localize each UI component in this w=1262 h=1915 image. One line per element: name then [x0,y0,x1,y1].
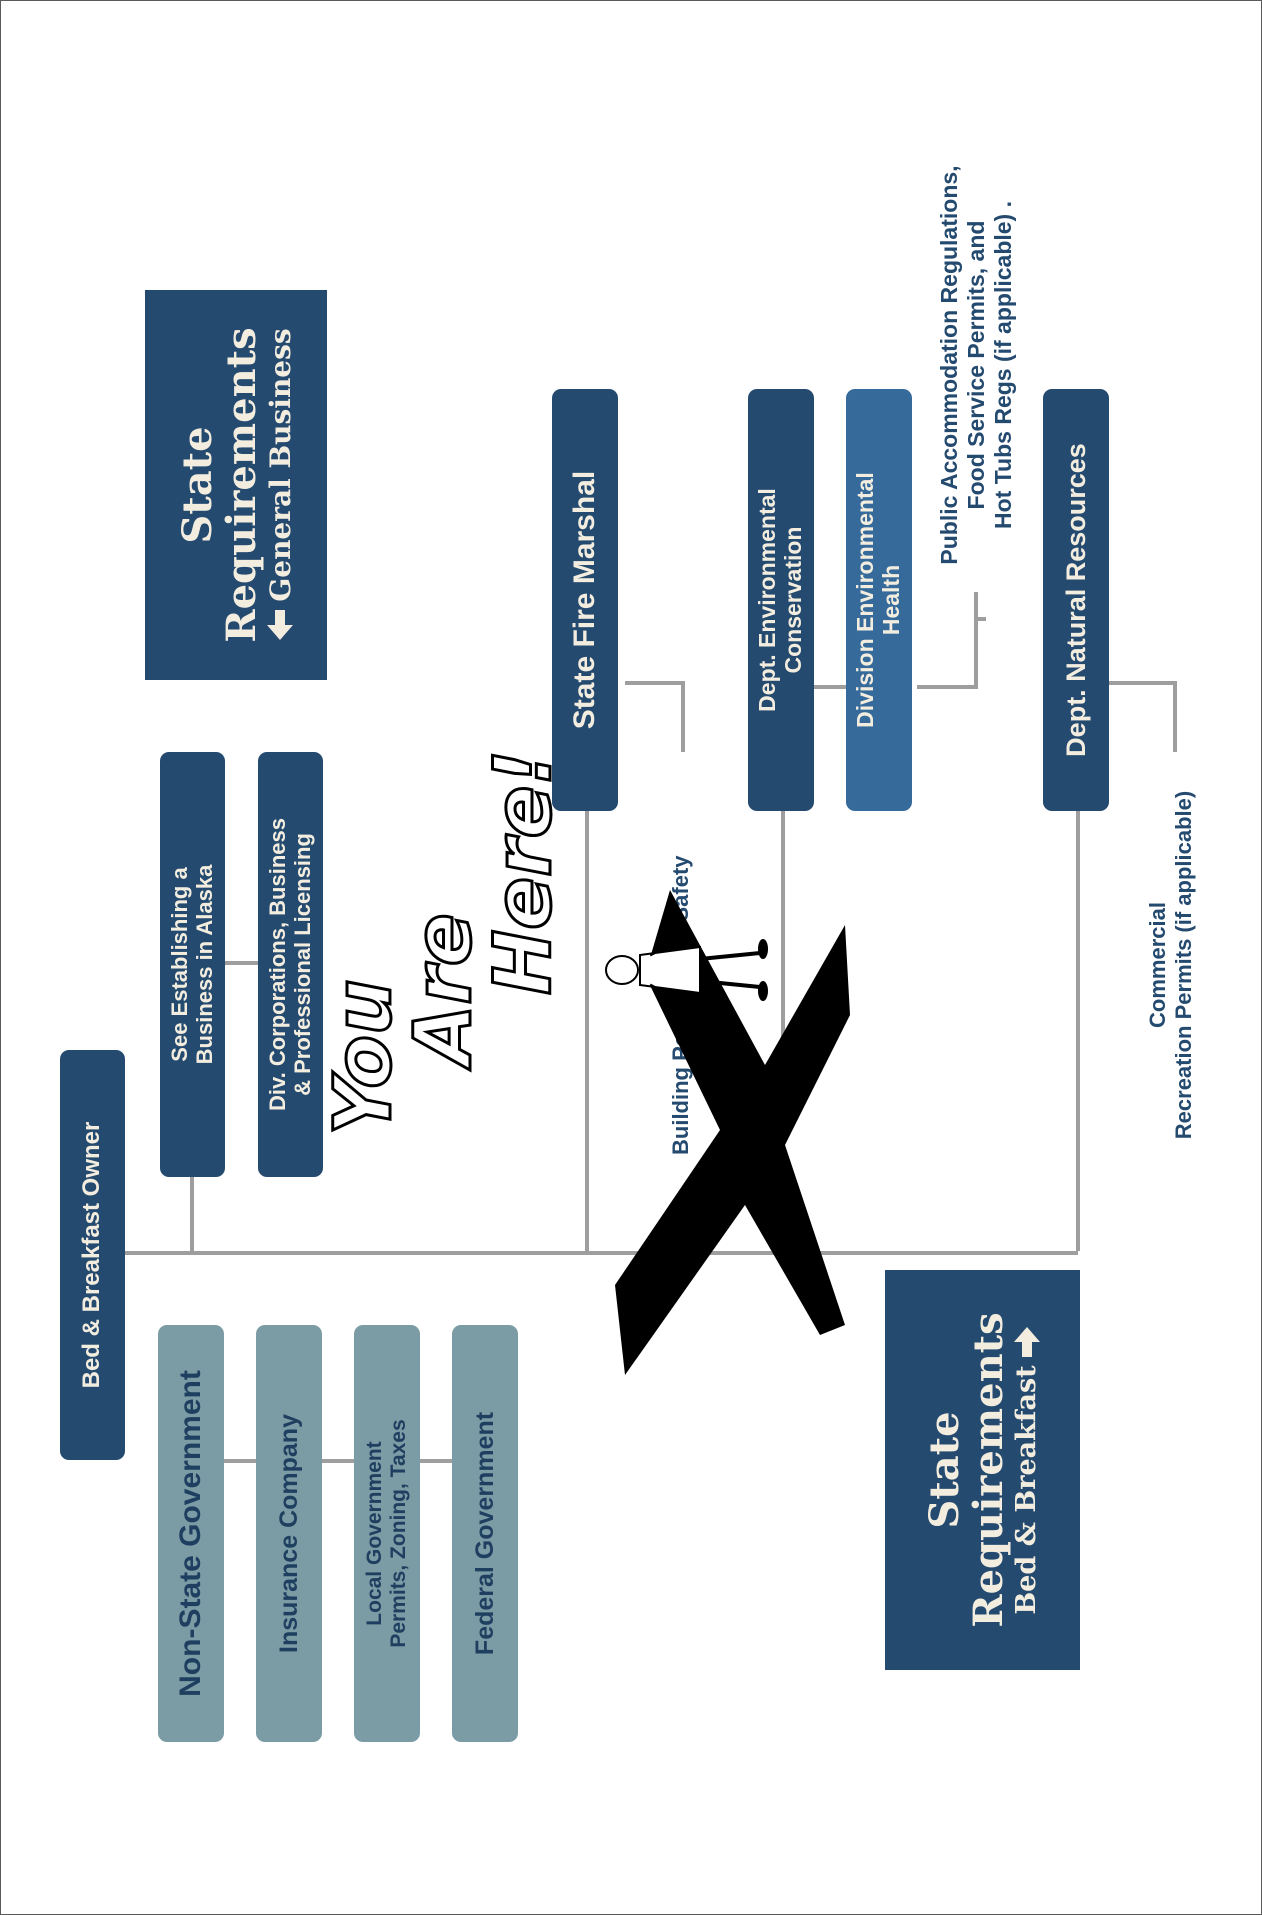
local-government-subtitle: Permits, Zoning, Taxes [387,1419,410,1648]
division-environmental-health-box[interactable]: Division Environmental Health [846,389,912,811]
non-state-government-label: Non-State Government [174,1370,208,1697]
division-corporations-subtitle: & Professional Licensing [289,833,315,1096]
bb-banner-title-line1: State [921,1411,968,1529]
state-requirements-bed-breakfast-banner: State Requirements Bed & Breakfast [885,1270,1080,1670]
dnr-note-stub-line [1173,681,1177,752]
dept-natural-resources-box[interactable]: Dept. Natural Resources [1043,389,1109,811]
federal-government-label: Federal Government [471,1411,499,1656]
state-fire-marshal-label: State Fire Marshal [568,470,602,730]
local-government-label: Local Government [363,1441,387,1626]
public-accommodation-note-line2: Food Service Permits, and [963,220,990,510]
right-arrow-icon [1013,1327,1040,1358]
recreation-permits-note-line2: Recreation Permits (if applicable) [1170,790,1196,1140]
local-government-box[interactable]: Local Government Permits, Zoning, Taxes [354,1325,420,1742]
recreation-permits-note: Commercial Recreation Permits (if applic… [1145,745,1197,1185]
banner-title-line1: State [173,426,221,544]
bed-breakfast-owner-box[interactable]: Bed & Breakfast Owner [60,1050,125,1460]
insurance-company-box[interactable]: Insurance Company [256,1325,322,1742]
public-accommodation-note-line3: Hot Tubs Regs (if applicable) . [990,201,1017,529]
bb-banner-subtitle-row: Bed & Breakfast [1011,1325,1042,1615]
insurance-company-label: Insurance Company [275,1414,303,1653]
dnr-branch-line [1076,811,1080,1251]
dnr-note-line [1105,681,1177,685]
state-requirements-general-business-banner: State Requirements General Business [145,290,327,680]
deh-subtitle: Health [878,564,904,636]
fire-note-stub-line [681,682,685,752]
dept-environmental-conservation-box[interactable]: Dept. Environmental Conservation [748,389,814,811]
division-corporations-box[interactable]: Div. Corporations, Business & Profession… [258,752,323,1177]
deh-label: Division Environmental [852,472,879,728]
left-arrow-icon [267,609,293,640]
public-accommodation-note-line1: Public Accommodation Regulations, [936,165,962,565]
establishing-business-label: See Establishing a [166,867,192,1062]
non-state-government-box[interactable]: Non-State Government [158,1325,224,1742]
dept-natural-resources-label: Dept. Natural Resources [1060,443,1091,757]
bb-banner-subtitle: Bed & Breakfast [1011,1365,1042,1615]
deh-note-line [917,685,977,689]
banner-subtitle: General Business [263,328,297,602]
establishing-business-subtitle: Business in Alaska [191,864,217,1065]
dec-subtitle: Conservation [780,526,806,674]
bb-banner-title-line2: Requirements [965,1312,1012,1628]
are-text: Are [398,912,491,1067]
here-text: Here! [478,748,571,996]
public-accommodation-note: Public Accommodation Regulations, Food S… [936,65,1017,665]
you-text: You [318,978,411,1137]
banner-subtitle-row: General Business [264,328,297,641]
you-are-here-label: You Are Here! [318,735,595,1137]
person-icon [605,931,768,1009]
x-mark-icon [615,890,850,1375]
recreation-permits-note-line1: Commercial [1145,902,1170,1028]
division-corporations-label: Div. Corporations, Business [264,818,290,1111]
banner-title-line2: Requirements [217,327,265,643]
fire-note-line [625,681,685,685]
main-trunk-line [125,1251,1078,1255]
bed-breakfast-owner-label: Bed & Breakfast Owner [78,1121,106,1389]
dec-label: Dept. Environmental [754,488,781,712]
establishing-business-box[interactable]: See Establishing a Business in Alaska [160,752,225,1177]
federal-government-box[interactable]: Federal Government [452,1325,518,1742]
owner-drop-line [125,1251,126,1255]
